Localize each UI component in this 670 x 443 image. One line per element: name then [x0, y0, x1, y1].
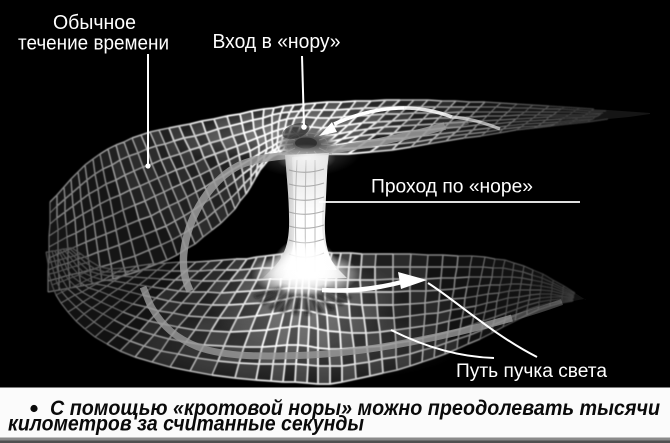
- svg-text:Вход в «нору»: Вход в «нору»: [213, 31, 341, 53]
- svg-text:Проход по «норе»: Проход по «норе»: [371, 176, 533, 198]
- svg-text:течение времени: течение времени: [18, 33, 169, 55]
- svg-text:С помощью «кротовой норы» можн: С помощью «кротовой норы» можно преодоле…: [50, 397, 660, 420]
- svg-text:Обычное: Обычное: [53, 12, 136, 34]
- svg-text:Путь пучка света: Путь пучка света: [456, 361, 607, 382]
- svg-text:километров за считанные секунд: километров за считанные секунды: [8, 413, 364, 436]
